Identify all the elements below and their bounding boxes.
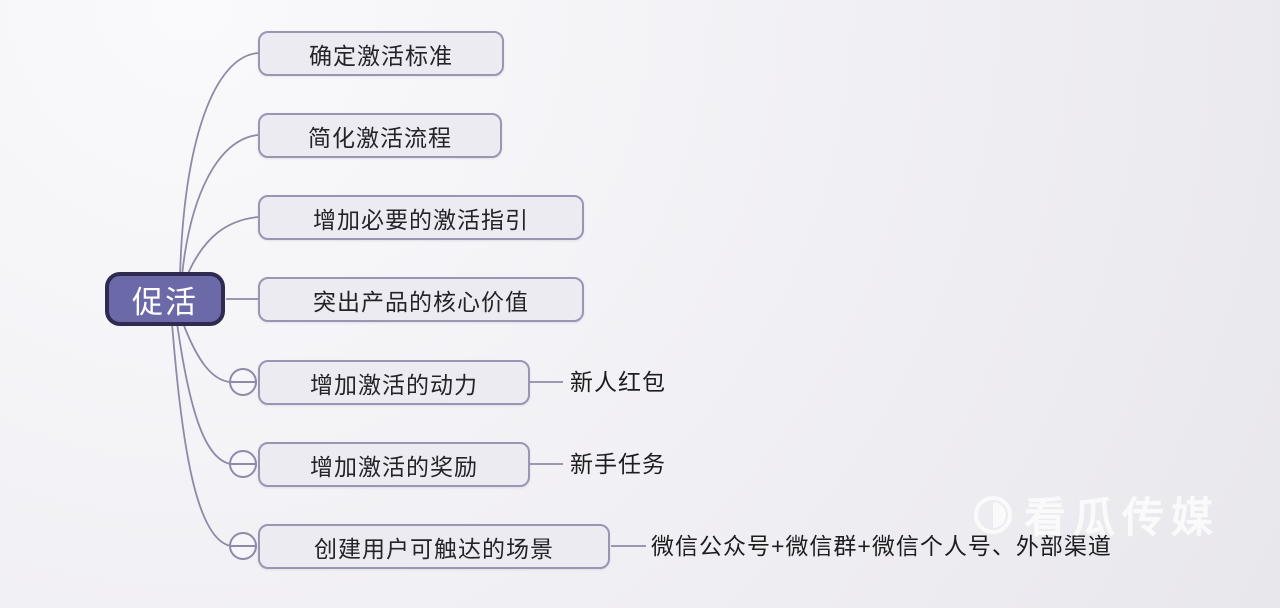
leaf-label-wechat-channels[interactable]: 微信公众号+微信群+微信个人号、外部渠道 — [651, 533, 1112, 559]
collapse-minus-icon[interactable] — [229, 450, 257, 478]
branch-node-7[interactable]: 创建用户可触达的场景 — [258, 524, 610, 569]
collapse-minus-icon[interactable] — [229, 368, 257, 396]
connector-line — [179, 52, 259, 277]
branch-node-5[interactable]: 增加激活的动力 — [258, 360, 530, 405]
branch-node-2[interactable]: 简化激活流程 — [258, 113, 502, 158]
branch-node-1[interactable]: 确定激活标准 — [258, 31, 504, 76]
leaf-label-new-user-redpacket[interactable]: 新人红包 — [570, 369, 666, 395]
connector-line — [176, 322, 232, 465]
branch-node-3[interactable]: 增加必要的激活指引 — [258, 195, 584, 240]
connector-line — [171, 322, 232, 547]
collapse-minus-icon[interactable] — [229, 532, 257, 560]
branch-node-4[interactable]: 突出产品的核心价值 — [258, 277, 584, 322]
connector-line — [182, 322, 232, 383]
branch-node-6[interactable]: 增加激活的奖励 — [258, 442, 530, 487]
connector-line — [186, 216, 259, 277]
leaf-label-newbie-task[interactable]: 新手任务 — [570, 451, 666, 477]
root-node-cuhuo[interactable]: 促活 — [105, 272, 225, 326]
connector-line — [181, 134, 259, 277]
